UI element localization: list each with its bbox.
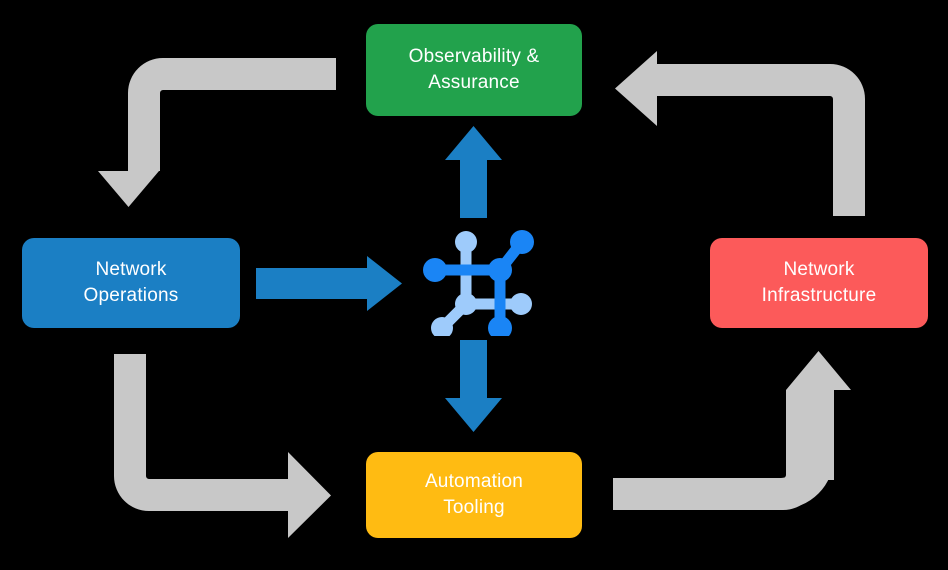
- cycle-arrow-automation-to-infrastructure-elbow: [613, 400, 834, 509]
- node-box-network-operations[interactable]: Network Operations: [22, 238, 240, 328]
- node-label-network-operations: Network Operations: [83, 259, 179, 306]
- accent-arrow-center-to-automation: [445, 340, 502, 432]
- node-box-observability-assurance[interactable]: Observability & Assurance: [366, 24, 582, 116]
- node-box-automation-tooling[interactable]: Automation Tooling: [366, 452, 582, 538]
- topology-node-bottom: [488, 316, 512, 336]
- node-box-network-infrastructure[interactable]: Network Infrastructure: [710, 238, 928, 328]
- node-label-observability-assurance: Observability & Assurance: [408, 46, 540, 93]
- topology-node-left: [423, 258, 447, 282]
- topology-node-center: [488, 258, 512, 282]
- topology-node-mid-left: [455, 293, 477, 315]
- topology-node-mid-right: [510, 293, 532, 315]
- node-label-automation-tooling: Automation Tooling: [424, 471, 524, 518]
- cycle-arrow-infrastructure-to-observability: [615, 51, 865, 216]
- network-topology-icon: [423, 230, 534, 336]
- topology-node-top-left: [455, 231, 477, 253]
- cycle-arrow-automation-to-infrastructure-head: [786, 351, 851, 420]
- accent-arrow-center-to-observability: [445, 126, 502, 218]
- topology-node-bottom-left: [431, 317, 453, 336]
- cycle-arrow-operations-to-automation: [114, 354, 331, 538]
- topology-node-top-right: [510, 230, 534, 254]
- node-label-network-infrastructure: Network Infrastructure: [761, 259, 877, 306]
- cycle-arrow-observability-to-operations: [98, 58, 336, 207]
- topology-nodes-dark: [423, 230, 534, 336]
- topology-nodes-light: [431, 231, 532, 336]
- accent-arrow-ops-to-center: [256, 256, 402, 311]
